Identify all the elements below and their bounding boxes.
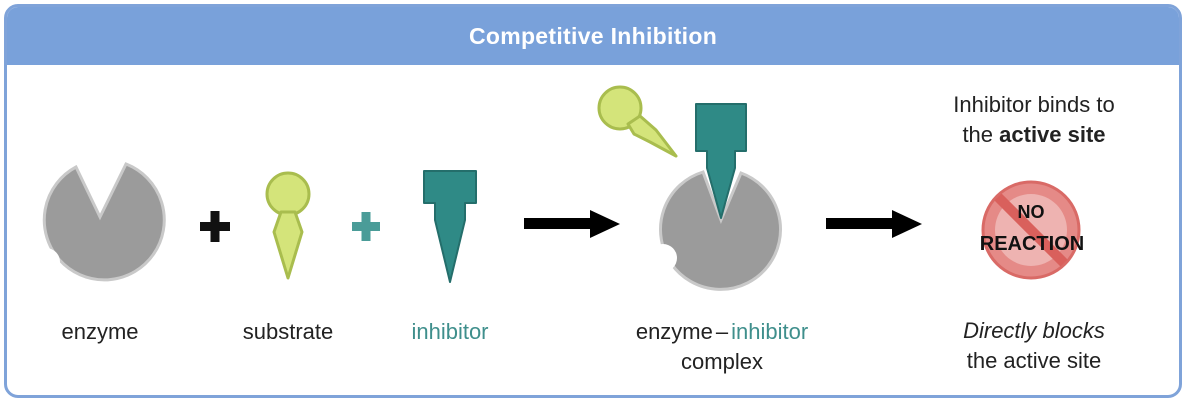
bottom-note-line1: Directly blocks: [963, 318, 1105, 343]
complex-inhibitor-shape: [695, 103, 747, 219]
diagram-panel: Competitive Inhibition: [4, 4, 1182, 398]
complex-dash: –: [715, 319, 729, 344]
complex-label-line1: enzyme–inhibitor: [592, 318, 852, 346]
no-reaction-line1: NO: [1018, 202, 1045, 222]
complex-enzyme-shape: [649, 170, 782, 291]
inhibitor-shape: [423, 170, 477, 283]
inhibitor-label: inhibitor: [411, 319, 489, 344]
substrate-label: substrate: [242, 319, 334, 344]
top-note-line1: Inhibitor binds to: [953, 92, 1115, 117]
plus-sign-teal: [352, 212, 380, 241]
top-note-line2: the active site: [914, 120, 1154, 150]
diagram-title: Competitive Inhibition: [468, 22, 718, 49]
bottom-note-line2: the active site: [966, 348, 1102, 373]
complex-inhibitor-text: inhibitor: [731, 319, 809, 344]
top-note-prefix: the: [962, 122, 1000, 147]
enzyme-label: enzyme: [61, 319, 139, 344]
plus-sign-black: [200, 211, 230, 242]
active-site-bold: active site: [999, 122, 1106, 147]
substrate-shape: [265, 171, 311, 280]
reaction-arrow-1: [524, 210, 620, 238]
reaction-arrow-2: [826, 210, 922, 238]
top-note: Inhibitor binds to the active site: [914, 90, 1154, 150]
enzyme-shape: [32, 162, 166, 282]
no-reaction-line2: REACTION: [980, 233, 1084, 255]
bottom-note: Directly blocks the active site: [914, 316, 1154, 376]
complex-label-line2: complex: [681, 349, 763, 374]
no-reaction-sign: NO REACTION: [980, 180, 1084, 280]
title-bar: Competitive Inhibition: [7, 7, 1179, 65]
complex-enzyme-text: enzyme: [635, 319, 713, 344]
displaced-substrate-shape: [597, 85, 678, 158]
